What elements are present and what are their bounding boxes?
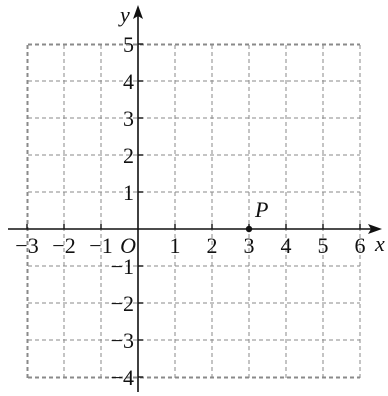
x-tick-label: 6 xyxy=(355,233,366,258)
y-tick-label: 2 xyxy=(123,143,134,168)
x-axis-label: x xyxy=(374,231,385,256)
ticks xyxy=(26,43,361,378)
tick-labels: −3 −2 −1 1 2 3 4 5 6 5 4 3 2 1 −1 −2 −3 −4 xyxy=(15,32,365,390)
y-tick-label: 3 xyxy=(123,106,134,131)
y-tick-label: 4 xyxy=(123,69,134,94)
x-tick-label: −2 xyxy=(52,233,75,258)
x-tick-label: 4 xyxy=(281,233,292,258)
x-axis-arrowhead xyxy=(368,224,382,234)
x-tick-label: 3 xyxy=(244,233,255,258)
y-axis-label: y xyxy=(118,2,130,27)
y-tick-label: 1 xyxy=(123,180,134,205)
y-tick-label: −3 xyxy=(111,328,134,353)
y-tick-label: −4 xyxy=(111,365,134,390)
axes xyxy=(8,5,382,392)
points: P xyxy=(245,197,268,233)
x-tick-label: −3 xyxy=(15,233,38,258)
grid xyxy=(26,43,361,379)
x-tick-label: 1 xyxy=(170,233,181,258)
x-tick-label: −1 xyxy=(89,233,112,258)
origin-label: O xyxy=(120,233,136,258)
y-axis-arrowhead xyxy=(133,5,143,19)
x-tick-label: 5 xyxy=(318,233,329,258)
point-p xyxy=(245,225,253,233)
x-tick-label: 2 xyxy=(207,233,218,258)
y-tick-label: −2 xyxy=(111,291,134,316)
y-tick-label: −1 xyxy=(111,254,134,279)
point-p-label: P xyxy=(254,197,268,222)
y-tick-label: 5 xyxy=(123,32,134,57)
